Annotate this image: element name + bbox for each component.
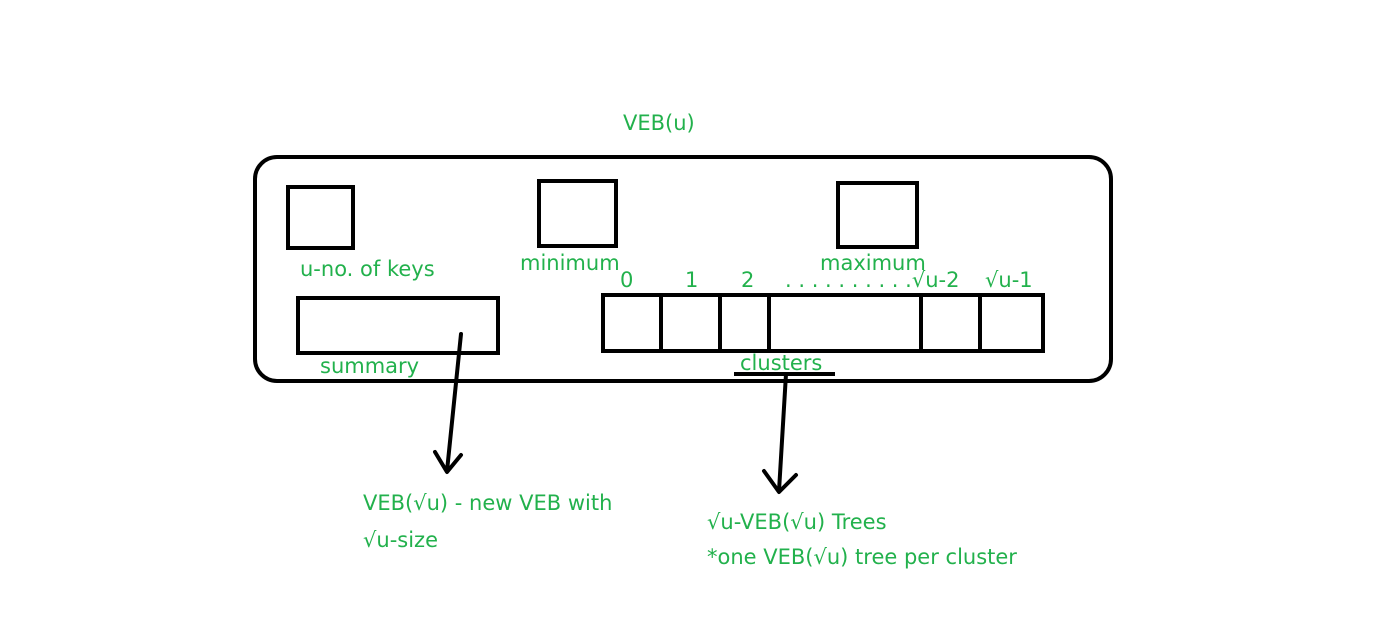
cluster-cell-2 bbox=[718, 293, 771, 353]
keys-label: u-no. of keys bbox=[300, 257, 435, 281]
clusters-note-line1: √u-VEB(√u) Trees bbox=[707, 510, 887, 534]
clusters-label: clusters bbox=[740, 351, 823, 375]
summary-label: summary bbox=[320, 354, 420, 378]
cluster-cell-sqrt-u-minus-2 bbox=[919, 293, 982, 353]
veb-container bbox=[253, 155, 1113, 383]
cluster-index-sqrt-u-minus-2: . . . . . . . . . .√u-2 bbox=[785, 268, 960, 292]
summary-box bbox=[296, 296, 500, 355]
cluster-index-0: 0 bbox=[620, 268, 634, 292]
minimum-label: minimum bbox=[520, 251, 620, 275]
summary-note-line2: √u-size bbox=[363, 528, 438, 552]
cluster-index-1: 1 bbox=[685, 268, 699, 292]
cluster-cell-1 bbox=[659, 293, 722, 353]
cluster-cell-middle bbox=[767, 293, 923, 353]
diagram-title: VEB(u) bbox=[623, 111, 695, 135]
maximum-label: maximum bbox=[820, 251, 926, 275]
cluster-index-sqrt-u-minus-1: √u-1 bbox=[985, 268, 1033, 292]
clusters-note-line2: *one VEB(√u) tree per cluster bbox=[707, 545, 1017, 569]
cluster-index-2: 2 bbox=[741, 268, 755, 292]
maximum-box bbox=[836, 181, 919, 249]
clusters-arrow bbox=[762, 372, 798, 494]
summary-note-line1: VEB(√u) - new VEB with bbox=[363, 491, 613, 515]
cluster-cell-sqrt-u-minus-1 bbox=[978, 293, 1045, 353]
keys-box bbox=[286, 185, 355, 250]
clusters-array bbox=[601, 293, 1045, 353]
summary-arrow bbox=[433, 332, 463, 474]
cluster-cell-0 bbox=[601, 293, 663, 353]
minimum-box bbox=[537, 179, 618, 248]
